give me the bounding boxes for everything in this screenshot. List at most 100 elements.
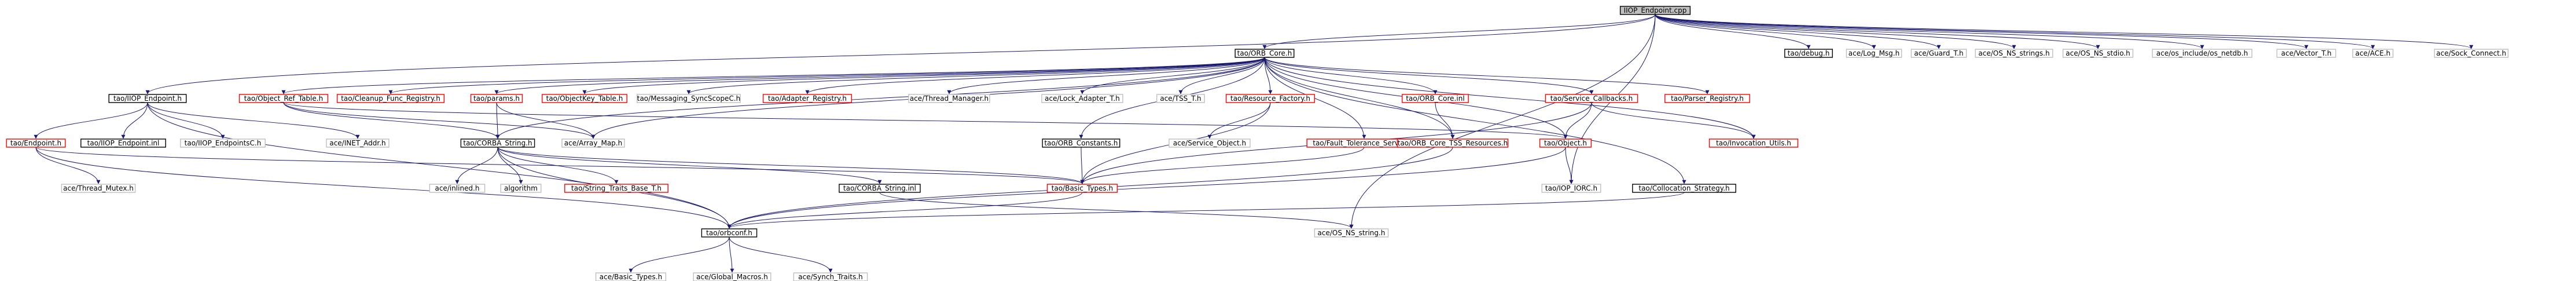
node-orbconf[interactable]: tao/orbconf.h: [701, 228, 758, 238]
edge-iiopendpoint-to-endpoint: [34, 102, 148, 139]
edge-orbcore-to-params: [494, 57, 1265, 94]
node-netdb[interactable]: ace/os_include/os_netdb.h: [2152, 49, 2252, 58]
node-label: ace/os_include/os_netdb.h: [2156, 49, 2248, 57]
edge-iiopendpoint-to-orbconf: [147, 102, 732, 229]
node-box: [1910, 49, 1967, 58]
node-objectreftable[interactable]: tao/Object_Ref_Table.h: [238, 94, 329, 103]
node-params[interactable]: tao/params.h: [470, 94, 523, 103]
node-box: [908, 94, 990, 103]
node-label: IIOP_Endpoint.cpp: [1624, 6, 1687, 14]
node-label: ace/Lock_Adapter_T.h: [1045, 94, 1120, 103]
edge-objectreftable-to-arraymap: [283, 102, 596, 139]
node-box: [1664, 94, 1750, 103]
node-basictypes[interactable]: tao/Basic_Types.h: [1046, 184, 1118, 193]
node-box: [1041, 94, 1123, 103]
node-box: [2434, 49, 2509, 58]
node-servicecallbacks[interactable]: tao/Service_Callbacks.h: [1545, 94, 1638, 103]
node-box: [460, 138, 535, 148]
node-label: ace/Vector_T.h: [2281, 49, 2332, 57]
node-tss[interactable]: ace/TSS_T.h: [1156, 94, 1205, 103]
node-label: ace/Log_Msg.h: [1849, 49, 1899, 57]
node-iiopendpointinl[interactable]: tao/IIOP_Endpoint.inl: [80, 138, 166, 148]
node-corbastring[interactable]: tao/CORBA_String.h: [460, 138, 535, 148]
edge-corbastringinl-to-osnsstring: [879, 192, 1354, 229]
node-synchtraits[interactable]: ace/Synch_Traits.h: [793, 272, 868, 281]
node-serviceobject[interactable]: ace/Service_Object.h: [1168, 138, 1251, 148]
node-iiopendpoint[interactable]: tao/IIOP_Endpoint.h: [108, 94, 187, 103]
edge-root-to-logmsg: [1655, 14, 1876, 49]
node-endpoint[interactable]: tao/Endpoint.h: [6, 138, 66, 148]
node-collocation[interactable]: tao/Collocation_Strategy.h: [1632, 184, 1736, 193]
node-label: tao/Service_Callbacks.h: [1550, 94, 1633, 103]
edge-corbastring-to-inlined: [455, 147, 498, 184]
node-resourcefactory[interactable]: tao/Resource_Factory.h: [1225, 94, 1315, 103]
node-label: tao/Endpoint.h: [10, 139, 61, 147]
node-root[interactable]: IIOP_Endpoint.cpp: [1619, 6, 1691, 15]
node-cleanupfunc[interactable]: tao/Cleanup_Func_Registry.h: [336, 94, 445, 103]
node-label: ace/inlined.h: [435, 184, 479, 192]
node-osnsstdio[interactable]: ace/OS_NS_stdio.h: [2062, 49, 2134, 58]
node-sockconnect[interactable]: ace/Sock_Connect.h: [2434, 49, 2509, 58]
edge-object-to-iiopiorc: [1565, 147, 1574, 184]
edge-iiopendpoint-to-inetaddr: [147, 102, 360, 139]
node-threadmutex[interactable]: ace/Thread_Mutex.h: [61, 184, 136, 193]
edge-orbcore-to-resourcefactory: [1264, 57, 1273, 94]
node-acech[interactable]: ace/ACE.h: [2352, 49, 2394, 58]
node-label: tao/Object.h: [1544, 139, 1587, 147]
node-parserreg[interactable]: tao/Parser_Registry.h: [1664, 94, 1750, 103]
node-orbcore[interactable]: tao/ORB_Core.h: [1234, 49, 1295, 58]
node-iiopiorc[interactable]: tao/IOP_IORC.h: [1541, 184, 1601, 193]
node-objectkeytable[interactable]: tao/ObjectKey_Table.h: [542, 94, 627, 103]
node-label: ace/Service_Object.h: [1173, 139, 1246, 147]
node-logmsg[interactable]: ace/Log_Msg.h: [1846, 49, 1902, 58]
edge-root-to-debug: [1655, 14, 1811, 49]
node-object[interactable]: tao/Object.h: [1539, 138, 1592, 148]
node-messaging[interactable]: tao/Messaging_SyncScopeC.h: [637, 94, 741, 103]
node-box: [1632, 184, 1736, 193]
node-threadmgr[interactable]: ace/Thread_Manager.h: [908, 94, 990, 103]
node-box: [1541, 184, 1601, 193]
node-osnsstring[interactable]: ace/OS_NS_string.h: [1314, 228, 1389, 238]
node-orbconstants[interactable]: tao/ORB_Constants.h: [1042, 138, 1120, 148]
edge-orbconf-to-globalmacros: [729, 236, 734, 273]
node-label: tao/CORBA_String.inl: [843, 184, 916, 192]
node-invocationutils[interactable]: tao/Invocation_Utils.h: [1708, 138, 1799, 148]
node-globalmacros[interactable]: ace/Global_Macros.h: [693, 272, 771, 281]
node-box: [1708, 138, 1799, 148]
edge-orbcore-to-orbcoreinl: [1264, 57, 1438, 94]
node-box: [1545, 94, 1638, 103]
node-faulttolerance[interactable]: tao/Fault_Tolerance_Service.h: [1306, 138, 1422, 148]
node-algorithm[interactable]: algorithm: [500, 184, 542, 193]
node-stringtraits[interactable]: tao/String_Traits_Base_T.h: [564, 184, 668, 193]
node-arraymap[interactable]: ace/Array_Map.h: [561, 138, 625, 148]
node-osnsstrings[interactable]: ace/OS_NS_strings.h: [1975, 49, 2053, 58]
edge-root-to-osnsstrings: [1655, 14, 2016, 49]
edge-faulttolerance-to-basictypes: [1080, 147, 1365, 184]
node-vector[interactable]: ace/Vector_T.h: [2276, 49, 2336, 58]
node-box: [6, 138, 66, 148]
node-inetaddr[interactable]: ace/INET_Addr.h: [326, 138, 389, 148]
node-corbastringinl[interactable]: tao/CORBA_String.inl: [839, 184, 921, 193]
node-lockadapter[interactable]: ace/Lock_Adapter_T.h: [1041, 94, 1123, 103]
edge-corbastring-to-stringtraits: [497, 147, 619, 184]
node-guard[interactable]: ace/Guard_T.h: [1910, 49, 1967, 58]
edge-corbastring-to-basictypes: [497, 147, 1085, 184]
node-inlined[interactable]: ace/inlined.h: [429, 184, 486, 193]
edge-root-to-osnsstring: [1349, 14, 1656, 229]
node-orbcoretss[interactable]: tao/ORB_Core_TSS_Resources.h: [1397, 138, 1509, 148]
edge-servicecallbacks-to-object: [1563, 102, 1592, 139]
node-label: tao/IIOP_Endpoint.inl: [87, 139, 160, 147]
node-label: tao/Object_Ref_Table.h: [244, 94, 323, 103]
node-label: ace/INET_Addr.h: [329, 139, 385, 147]
node-adapterreg[interactable]: tao/Adapter_Registry.h: [762, 94, 852, 103]
node-iiopendpointsc[interactable]: tao/IIOP_EndpointsC.h: [180, 138, 266, 148]
node-label: tao/Fault_Tolerance_Service.h: [1313, 139, 1415, 147]
node-label: tao/Adapter_Registry.h: [768, 94, 847, 103]
edge-iiopendpoint-to-iiopendpointinl: [121, 102, 148, 139]
edge-orbcore-to-invocationutils: [1264, 57, 1756, 139]
node-acebasictypes[interactable]: ace/Basic_Types.h: [595, 272, 667, 281]
node-debug[interactable]: tao/debug.h: [1784, 49, 1833, 58]
node-box: [2152, 49, 2252, 58]
node-orbcoreinl[interactable]: tao/ORB_Core.inl: [1402, 94, 1469, 103]
